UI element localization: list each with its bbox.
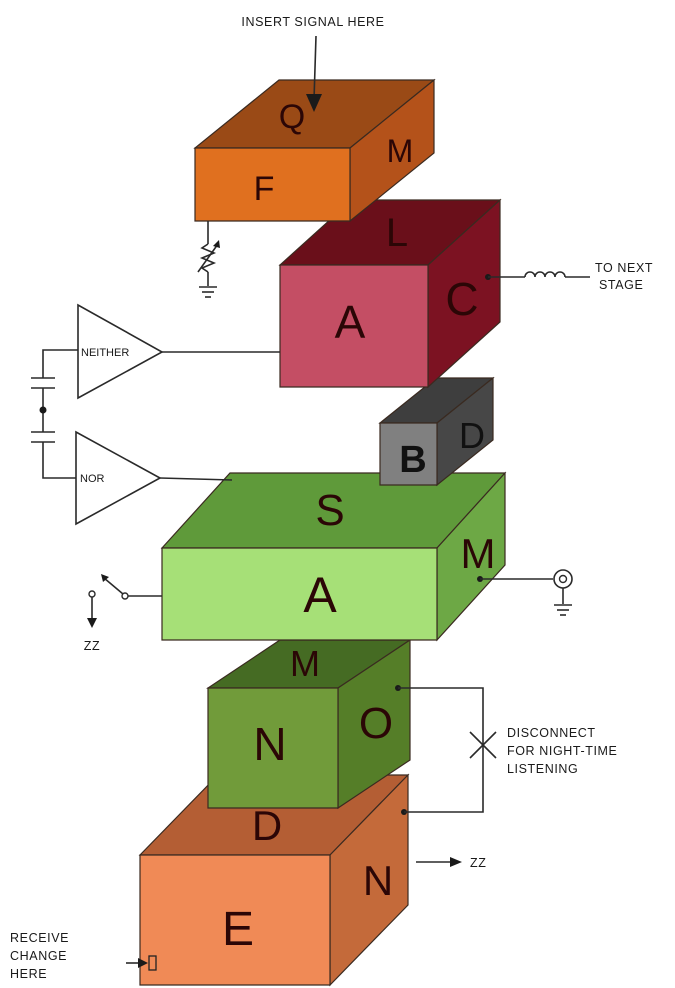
block-qfm-top-label: Q [279,98,305,136]
logic-gates: NEITHER NOR [31,303,280,526]
block-den-top-label: D [252,802,282,849]
disconnect-label-2: FOR NIGHT-TIME [507,744,617,758]
insert-signal-arrowhead[interactable] [306,94,322,112]
to-next-stage-label-2: STAGE [599,278,643,292]
block-bd-side-label: D [459,415,485,456]
block-qfm-front [194,147,351,222]
cap-wire-bottom [42,442,76,479]
block-bd: B D [378,376,495,487]
switch-contact [121,592,129,600]
block-qfm-front-label: F [254,170,275,208]
disconnect-loop-wire [398,687,484,813]
block-lac-front-label: A [335,296,366,348]
block-den-side-label: N [363,857,393,904]
block-lac-front [279,264,429,388]
disconnect-x-2[interactable] [469,731,497,759]
block-sam-side-label: M [461,530,496,577]
cap-wire-top [42,349,78,378]
zz-terminal [88,590,96,598]
nor-gate-label: NOR [80,473,105,485]
block-sam-top-label: S [315,486,344,535]
coax-ground-connector [477,569,573,616]
cap-junction [39,406,47,414]
zz-right-output: ZZ [416,856,486,870]
block-lac-top-label: L [386,211,408,255]
switch-lever-arrow [101,574,109,582]
block-mno-side-label: O [359,699,393,748]
zz-down-arrow [87,618,97,628]
block-lac: L A C [278,198,502,389]
receive-change-annotation: RECEIVE CHANGE HERE [10,931,148,981]
block-mno-front [207,687,339,809]
resistor-zigzag [199,243,217,273]
block-den-front [139,854,331,986]
zz-left-label: ZZ [84,639,100,653]
receive-change-slot[interactable] [148,955,157,971]
neither-gate-label: NEITHER [81,347,129,359]
receive-arrowhead [138,958,148,968]
disconnect-label-1: DISCONNECT [507,726,596,740]
insert-signal-label: INSERT SIGNAL HERE [241,15,384,29]
receive-label-3: HERE [10,967,47,981]
inductor-to-next-stage: TO NEXT STAGE [485,261,653,292]
block-qfm-side-label: M [387,133,414,169]
block-sam-front-label: A [303,567,337,623]
night-time-disconnect: DISCONNECT FOR NIGHT-TIME LISTENING [395,685,617,815]
block-sam-front [161,547,438,641]
block-qfm: Q F M [193,78,436,223]
receive-label-2: CHANGE [10,949,67,963]
left-switch: ZZ [84,574,162,653]
resistor-arrowhead [213,240,220,248]
coax-outer[interactable] [553,569,573,589]
variable-resistor-to-ground [197,221,220,298]
nor-output-wire [159,477,233,481]
neither-gate[interactable] [77,303,164,400]
insert-signal-line [313,35,317,101]
block-bd-front [379,422,438,486]
block-bd-front-label: B [399,439,426,481]
block-lac-side-label: C [445,273,478,325]
switch-lever[interactable] [103,577,124,595]
block-mno: M N O [206,638,412,810]
block-den-front-label: E [222,903,254,956]
coax-inner [558,574,568,584]
block-sam: S A M [160,471,507,642]
inductor-coil [524,271,566,278]
block-mno-front-label: N [253,718,286,770]
zz-right-arrow [450,857,462,867]
zz-right-label: ZZ [470,856,486,870]
block-mno-top-label: M [290,643,320,684]
resistor-arrow-line [197,243,219,273]
disconnect-label-3: LISTENING [507,762,578,776]
to-next-stage-label-1: TO NEXT [595,261,653,275]
receive-label-1: RECEIVE [10,931,69,945]
insert-signal-annotation: INSERT SIGNAL HERE [241,15,384,112]
